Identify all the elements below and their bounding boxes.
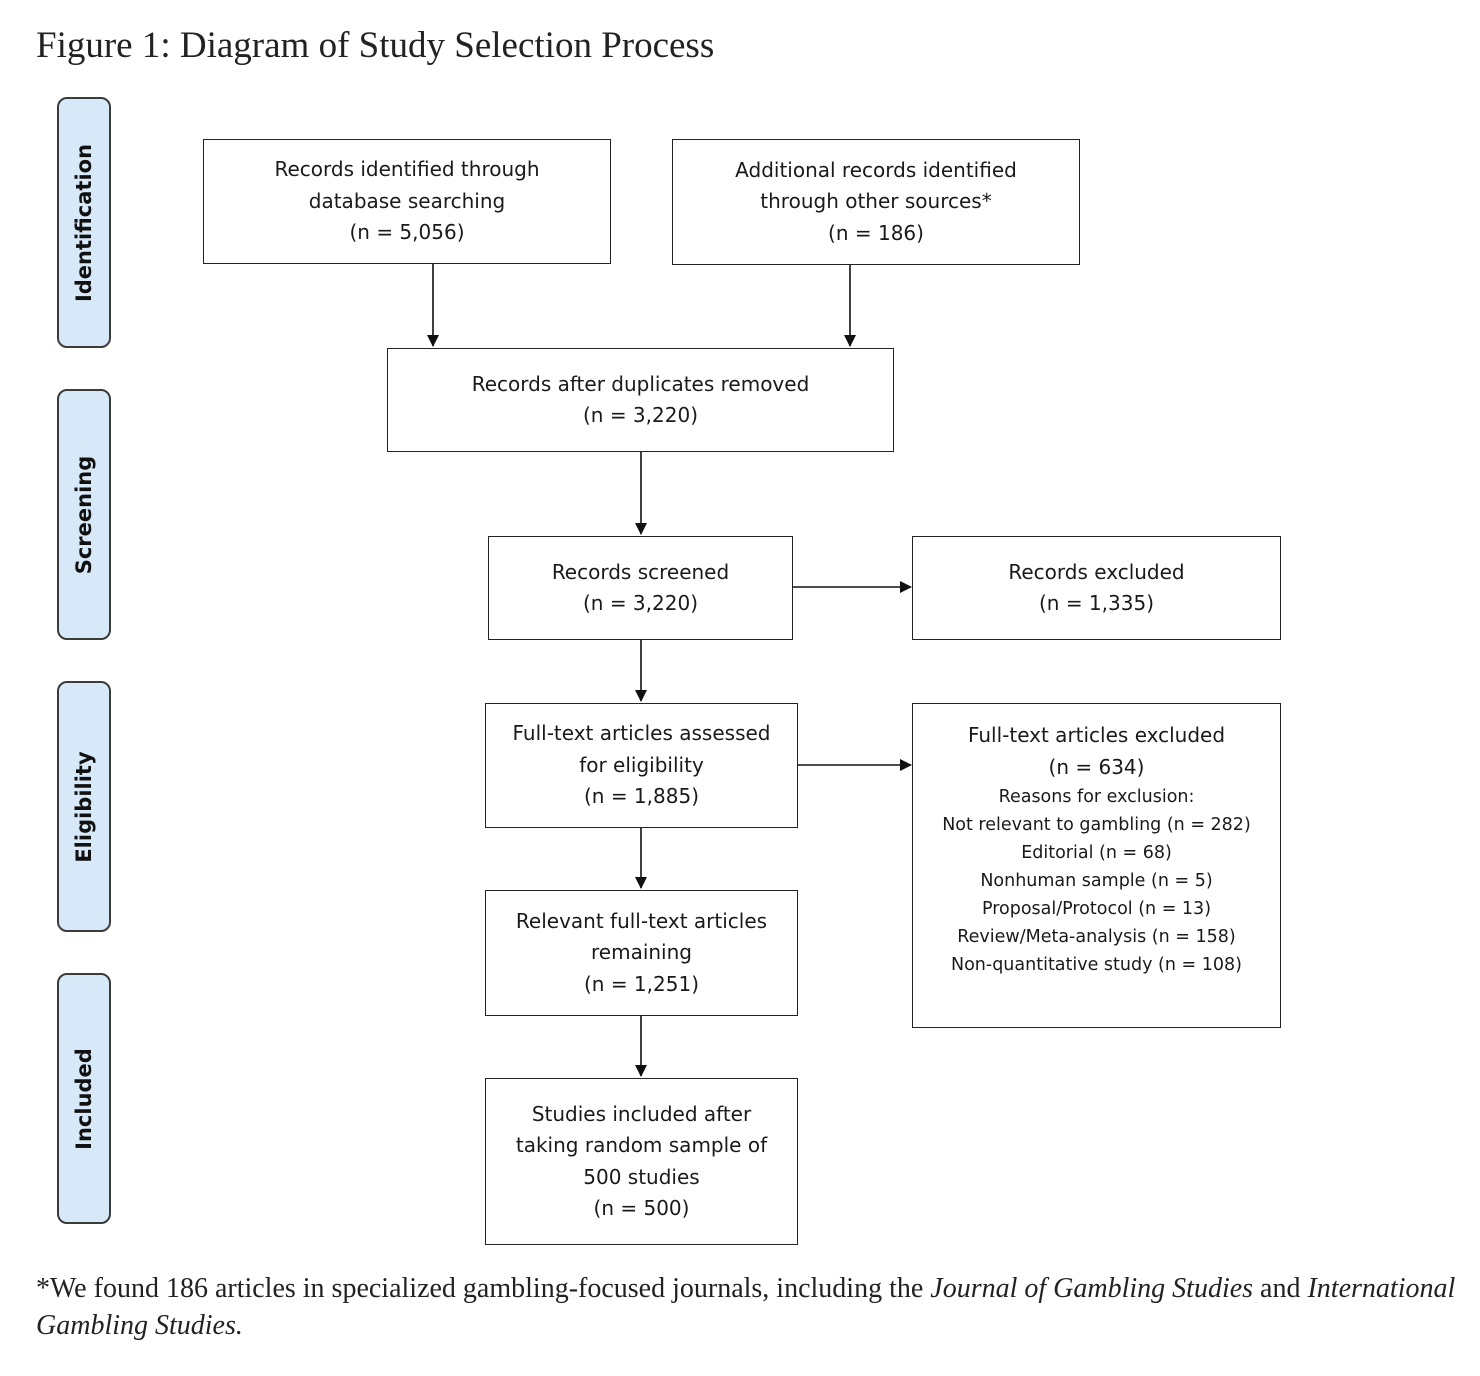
stage-included: Included: [57, 973, 111, 1224]
box-included-line-1: Studies included after: [531, 1101, 752, 1126]
box-fulltext-excluded: Full-text articles excluded (n = 634) Re…: [912, 703, 1281, 1028]
box-screened-count: (n = 3,220): [582, 591, 698, 615]
box-excluded-count: (n = 1,335): [1038, 591, 1154, 615]
exclusion-reason: Editorial (n = 68): [1021, 843, 1172, 863]
box-remaining-count: (n = 1,251): [583, 971, 699, 996]
footnote-journal-1: Journal of Gambling Studies: [930, 1273, 1254, 1304]
exclusion-reason: Nonhuman sample (n = 5): [980, 871, 1213, 891]
box-fulltext-assessed: Full-text articles assessed for eligibil…: [485, 703, 798, 828]
box-database-records: Records identified through database sear…: [203, 139, 611, 264]
exclusion-reason: Non-quantitative study (n = 108): [951, 955, 1242, 975]
box-excluded-line-1: Records excluded: [1008, 559, 1185, 584]
box-database-line-2: database searching: [308, 188, 506, 213]
box-assessed-line-1: Full-text articles assessed: [512, 721, 771, 746]
stage-screening: Screening: [57, 389, 111, 640]
stage-eligibility: Eligibility: [57, 681, 111, 932]
box-other-line-1: Additional records identified: [735, 157, 1017, 182]
box-relevant-remaining: Relevant full-text articles remaining (n…: [485, 890, 798, 1016]
footnote-text: *We found 186 articles in specialized ga…: [36, 1273, 931, 1304]
box-screened-line-1: Records screened: [551, 559, 730, 584]
box-remaining-line-1: Relevant full-text articles: [515, 908, 768, 933]
exclusion-reason: Proposal/Protocol (n = 13): [981, 899, 1212, 919]
box-ft-excluded-line-1: Full-text articles excluded: [967, 723, 1226, 747]
footnote-journal-2: International Gambling Studies.: [36, 1273, 1456, 1341]
box-records-excluded: Records excluded (n = 1,335): [912, 536, 1281, 640]
exclusion-reason: Review/Meta-analysis (n = 158): [957, 927, 1236, 947]
box-database-line-1: Records identified through: [274, 157, 540, 182]
box-other-sources: Additional records identified through ot…: [672, 139, 1080, 265]
box-records-screened: Records screened (n = 3,220): [488, 536, 793, 640]
box-other-count: (n = 186): [828, 220, 924, 245]
footnote: *We found 186 articles in specialized ga…: [36, 1270, 1466, 1344]
box-studies-included: Studies included after taking random sam…: [485, 1078, 798, 1245]
box-included-line-2: taking random sample of: [515, 1133, 768, 1157]
exclusion-reasons-heading: Reasons for exclusion:: [998, 787, 1195, 807]
box-duplicates-removed: Records after duplicates removed (n = 3,…: [387, 348, 894, 452]
exclusion-reason: Not relevant to gambling (n = 282): [942, 815, 1251, 835]
stage-identification: Identification: [57, 97, 111, 348]
box-duplicates-line-1: Records after duplicates removed: [471, 371, 810, 396]
box-included-count: (n = 500): [593, 1196, 690, 1220]
box-assessed-line-2: for eligibility: [579, 752, 704, 777]
footnote-connector: and: [1253, 1273, 1308, 1304]
box-included-line-3: 500 studies: [583, 1164, 700, 1189]
box-duplicates-count: (n = 3,220): [582, 403, 698, 427]
box-ft-excluded-count: (n = 634): [1048, 754, 1145, 779]
box-remaining-line-2: remaining: [591, 940, 692, 965]
box-assessed-count: (n = 1,885): [583, 784, 699, 809]
box-database-count: (n = 5,056): [349, 220, 465, 245]
box-other-line-2: through other sources*: [760, 189, 992, 214]
figure-title: Figure 1: Diagram of Study Selection Pro…: [36, 25, 715, 66]
